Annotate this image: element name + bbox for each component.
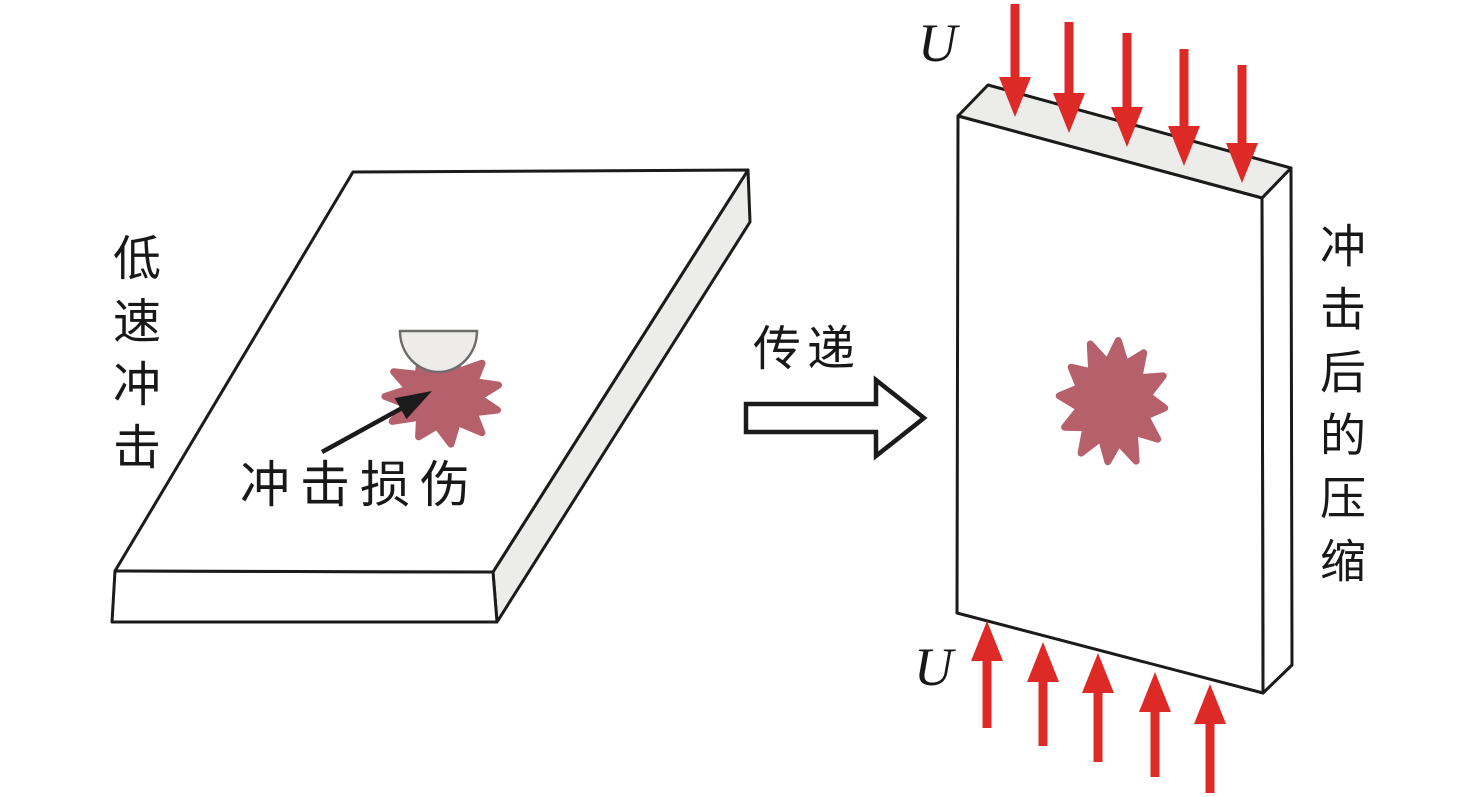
- displacement-u-bottom-label: U: [914, 637, 953, 697]
- compression-arrow-up-icon: [1139, 672, 1171, 777]
- compression-arrow-down-icon: [1168, 49, 1200, 166]
- annotation-arrow-icon: [320, 391, 432, 454]
- compression-arrows-bottom: [971, 621, 1226, 793]
- compression-after-impact-label: 冲击后的压缩: [1314, 222, 1365, 600]
- compression-arrow-up-icon: [971, 621, 1003, 728]
- impactor: [398, 329, 479, 374]
- left-plate-front-face: [110, 569, 499, 624]
- compression-arrow-up-icon: [1082, 653, 1114, 762]
- impact-damage-blob-right: [1055, 337, 1169, 466]
- right-plate-side-face: [1260, 166, 1294, 695]
- compression-arrow-down-icon: [999, 4, 1031, 117]
- low-speed-impact-label: 低速冲击: [105, 233, 158, 485]
- transfer-arrow-icon: [743, 375, 928, 461]
- compression-arrow-down-icon: [1226, 65, 1258, 183]
- compression-arrow-down-icon: [1111, 33, 1143, 147]
- compression-arrow-down-icon: [1053, 22, 1085, 133]
- compression-arrows-top: [999, 4, 1258, 183]
- compression-arrow-up-icon: [1194, 684, 1226, 793]
- compression-arrow-up-icon: [1027, 642, 1059, 746]
- impact-damage-label: 冲击损伤: [240, 457, 480, 513]
- displacement-u-top-label: U: [918, 13, 957, 73]
- impact-damage-blob-left: [381, 347, 502, 448]
- transfer-label: 传递: [753, 323, 862, 376]
